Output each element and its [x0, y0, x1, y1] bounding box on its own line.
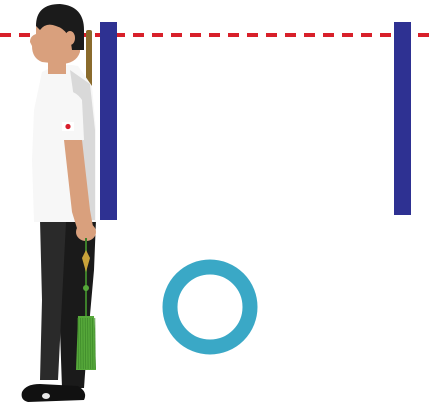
tassel-strand [92, 318, 93, 369]
tassel-strand [90, 318, 91, 369]
tassel-bead [83, 285, 89, 291]
blue-post-left [100, 22, 117, 220]
sleeve [60, 91, 84, 142]
tassel-strand [83, 318, 84, 369]
flag-patch-dot [65, 124, 70, 129]
person-standing-profile [22, 4, 96, 402]
tassel-strand [85, 318, 86, 369]
ear [65, 31, 75, 45]
shoes [22, 384, 86, 402]
tassel-strand [88, 318, 89, 369]
tassel-strand [80, 318, 81, 369]
tassel-strand [95, 318, 96, 369]
blue-post-right [394, 22, 411, 215]
shoe-highlight [42, 393, 50, 399]
tassel-strand [78, 318, 79, 369]
cyan-ring [170, 267, 250, 347]
